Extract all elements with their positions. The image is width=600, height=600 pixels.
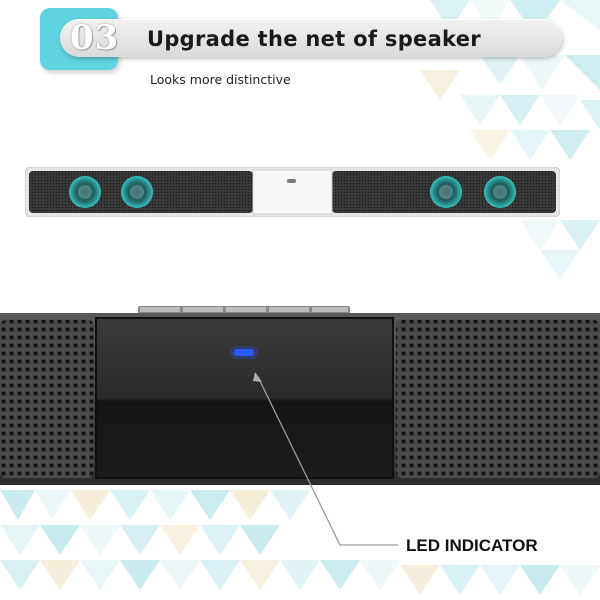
soundbar-product-image bbox=[25, 167, 560, 217]
page-subtitle: Looks more distinctive bbox=[150, 72, 291, 87]
page-title: Upgrade the net of speaker bbox=[147, 27, 481, 51]
step-number: 03 bbox=[70, 18, 120, 58]
header-bar bbox=[60, 19, 562, 57]
speaker-closeup-image bbox=[0, 306, 600, 485]
led-indicator-label: LED INDICATOR bbox=[406, 536, 538, 555]
